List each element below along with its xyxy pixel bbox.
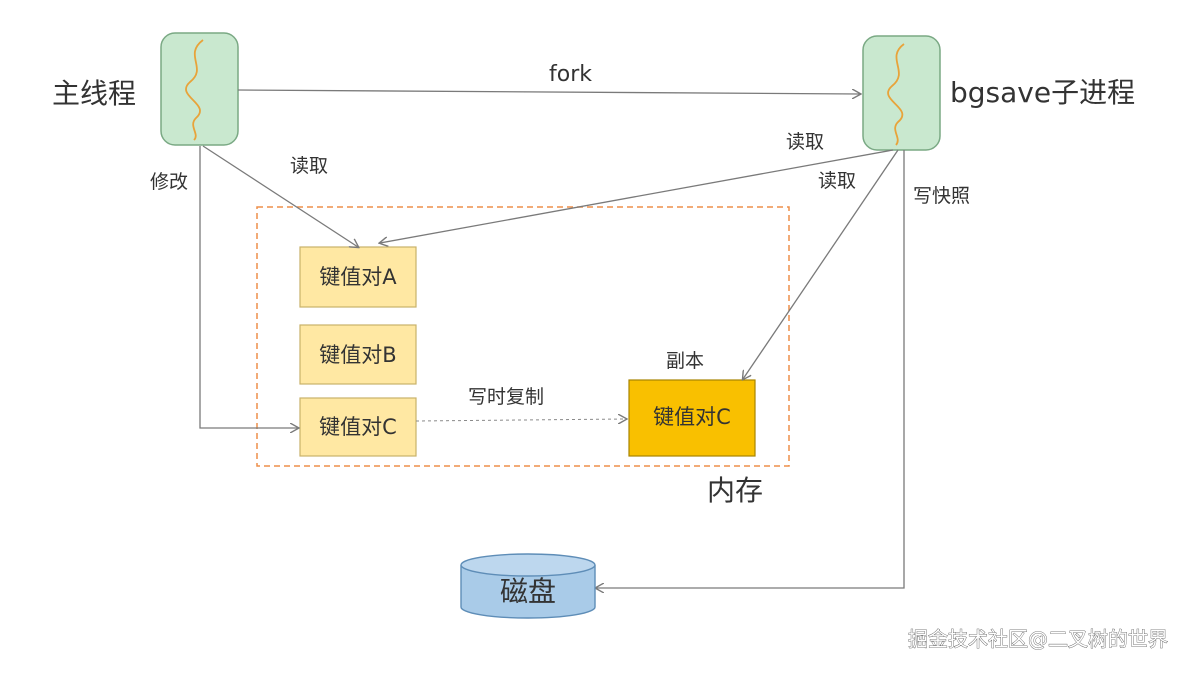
pair-a-label: 键值对A — [319, 265, 397, 289]
fork-arrow — [237, 90, 860, 94]
modify-label: 修改 — [150, 171, 188, 193]
child-read-c-arrow — [743, 149, 899, 379]
disk-label: 磁盘 — [500, 575, 556, 608]
replica-c-label: 键值对C — [653, 405, 731, 429]
disk-cylinder — [460, 553, 596, 619]
copy-on-write-arrow — [415, 419, 626, 421]
child-read-c-label: 读取 — [818, 170, 856, 192]
main-thread-label: 主线程 — [52, 77, 136, 110]
memory-label: 内存 — [707, 474, 763, 507]
replica-caption: 副本 — [666, 350, 704, 372]
bgsave-child-node — [862, 35, 941, 151]
pair-a-box — [299, 246, 417, 308]
write-snapshot-arrow — [596, 150, 905, 588]
fork-label: fork — [549, 62, 592, 87]
modify-arrow — [199, 146, 298, 428]
bgsave-child-label: bgsave子进程 — [950, 76, 1135, 109]
main-thread-node — [160, 32, 239, 146]
thread-squiggle-icon — [185, 39, 204, 141]
child-read-a-label: 读取 — [786, 131, 824, 153]
main-read-arrow — [202, 145, 358, 247]
write-snapshot-label: 写快照 — [913, 185, 970, 207]
pair-c-box — [299, 397, 417, 457]
main-read-label: 读取 — [290, 155, 328, 177]
pair-b-label: 键值对B — [319, 343, 396, 367]
pair-c-label: 键值对C — [319, 415, 397, 439]
watermark-text: 掘金技术社区@二叉树的世界 — [908, 627, 1168, 651]
pair-b-box — [299, 324, 417, 385]
memory-region — [256, 206, 790, 467]
copy-on-write-label: 写时复制 — [468, 386, 544, 408]
thread-squiggle-icon — [887, 43, 905, 146]
replica-c-box — [628, 379, 756, 457]
child-read-a-arrow — [380, 149, 894, 243]
